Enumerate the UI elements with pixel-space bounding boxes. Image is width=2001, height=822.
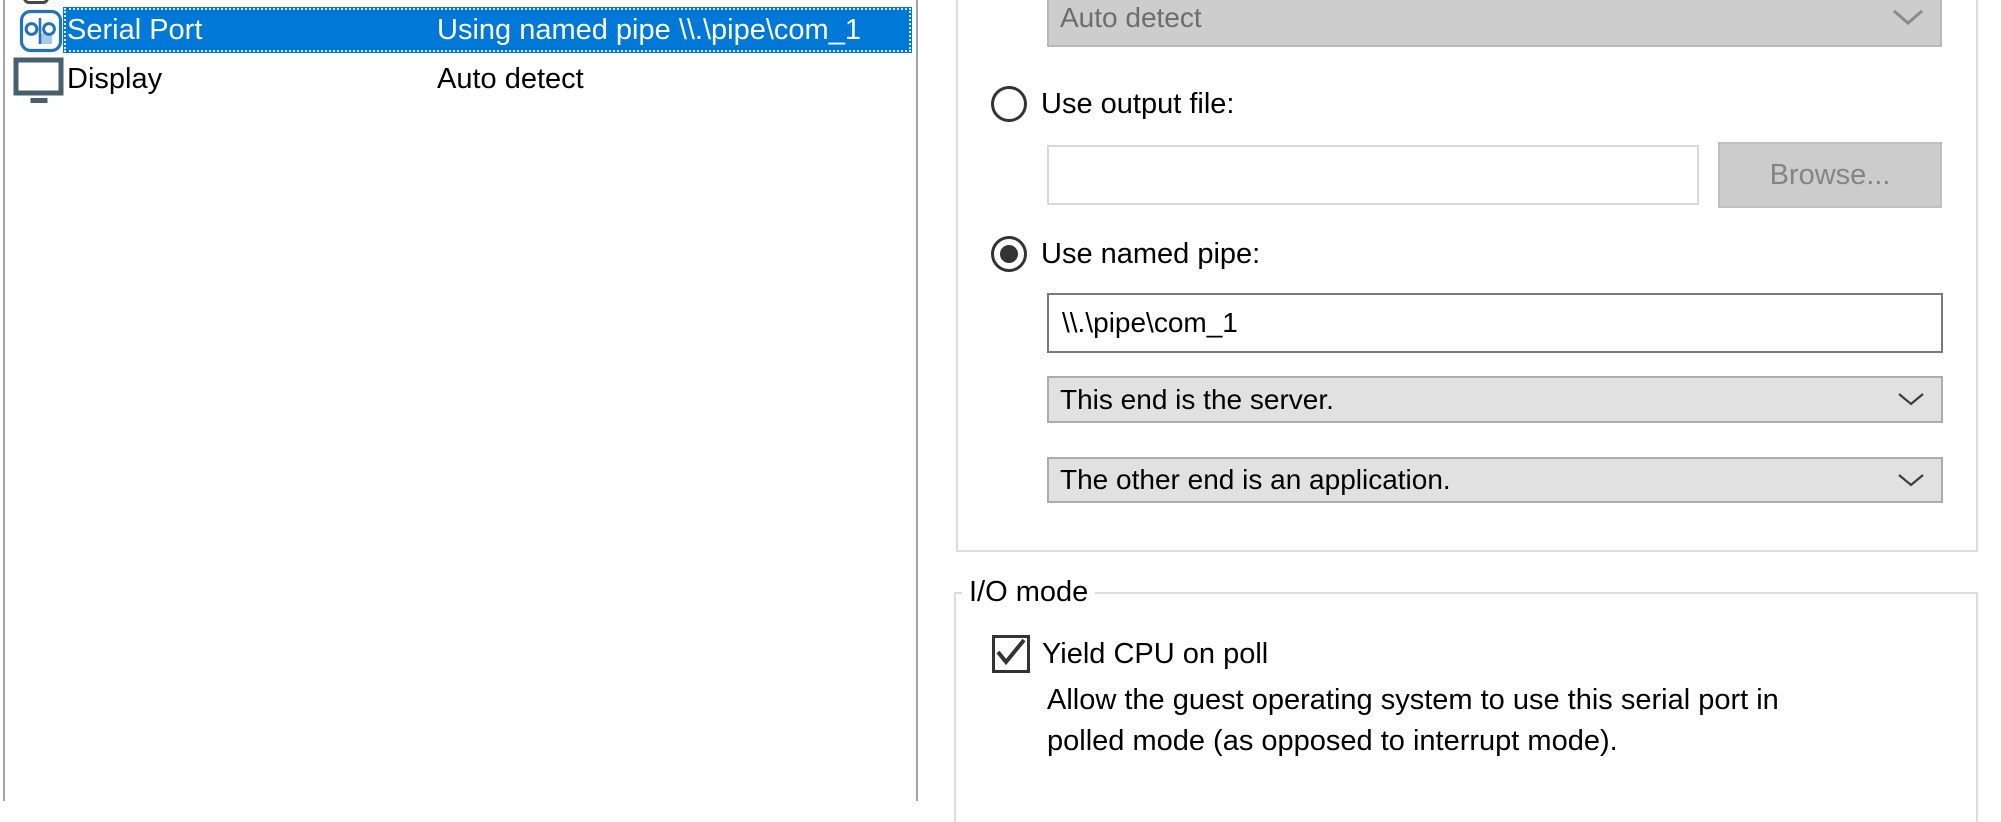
far-end-dropdown[interactable]: The other end is an application.: [1047, 457, 1943, 503]
io-mode-description: Allow the guest operating system to use …: [1047, 680, 1927, 762]
far-end-value: The other end is an application.: [1060, 464, 1451, 496]
device-label: Serial Port: [67, 14, 202, 47]
previous-device-icon-partial: [23, 0, 49, 4]
device-list-left-border: [3, 0, 5, 801]
auto-detect-dropdown: Auto detect: [1047, 0, 1942, 47]
output-file-input[interactable]: [1047, 145, 1699, 205]
device-summary: Auto detect: [437, 63, 584, 96]
near-end-dropdown[interactable]: This end is the server.: [1047, 376, 1943, 423]
browse-button-label: Browse...: [1770, 159, 1891, 192]
device-list-right-border: [916, 0, 918, 801]
chevron-down-icon: [1897, 473, 1925, 488]
use-named-pipe-radio[interactable]: [991, 236, 1027, 272]
device-label: Display: [67, 63, 162, 96]
named-pipe-value: \\.\pipe\com_1: [1062, 307, 1238, 339]
use-output-file-radio[interactable]: [991, 86, 1027, 122]
use-named-pipe-label[interactable]: Use named pipe:: [1041, 236, 1260, 272]
serial-port-icon: [19, 9, 63, 53]
display-icon: [13, 57, 65, 105]
device-row-serial-port[interactable]: Serial Port Using named pipe \\.\pipe\co…: [63, 7, 912, 53]
device-row-display[interactable]: Display Auto detect: [63, 56, 912, 102]
checkmark-icon: [994, 636, 1028, 668]
device-summary: Using named pipe \\.\pipe\com_1: [437, 14, 861, 47]
io-mode-title: I/O mode: [962, 576, 1095, 609]
browse-button[interactable]: Browse...: [1718, 142, 1942, 208]
named-pipe-input[interactable]: \\.\pipe\com_1: [1047, 293, 1943, 353]
use-output-file-label[interactable]: Use output file:: [1041, 86, 1234, 122]
yield-cpu-label[interactable]: Yield CPU on poll: [1042, 636, 1268, 672]
chevron-down-icon: [1892, 9, 1924, 26]
yield-cpu-checkbox[interactable]: [992, 635, 1030, 673]
chevron-down-icon: [1897, 392, 1925, 407]
near-end-value: This end is the server.: [1060, 384, 1334, 416]
auto-detect-value: Auto detect: [1060, 2, 1202, 34]
